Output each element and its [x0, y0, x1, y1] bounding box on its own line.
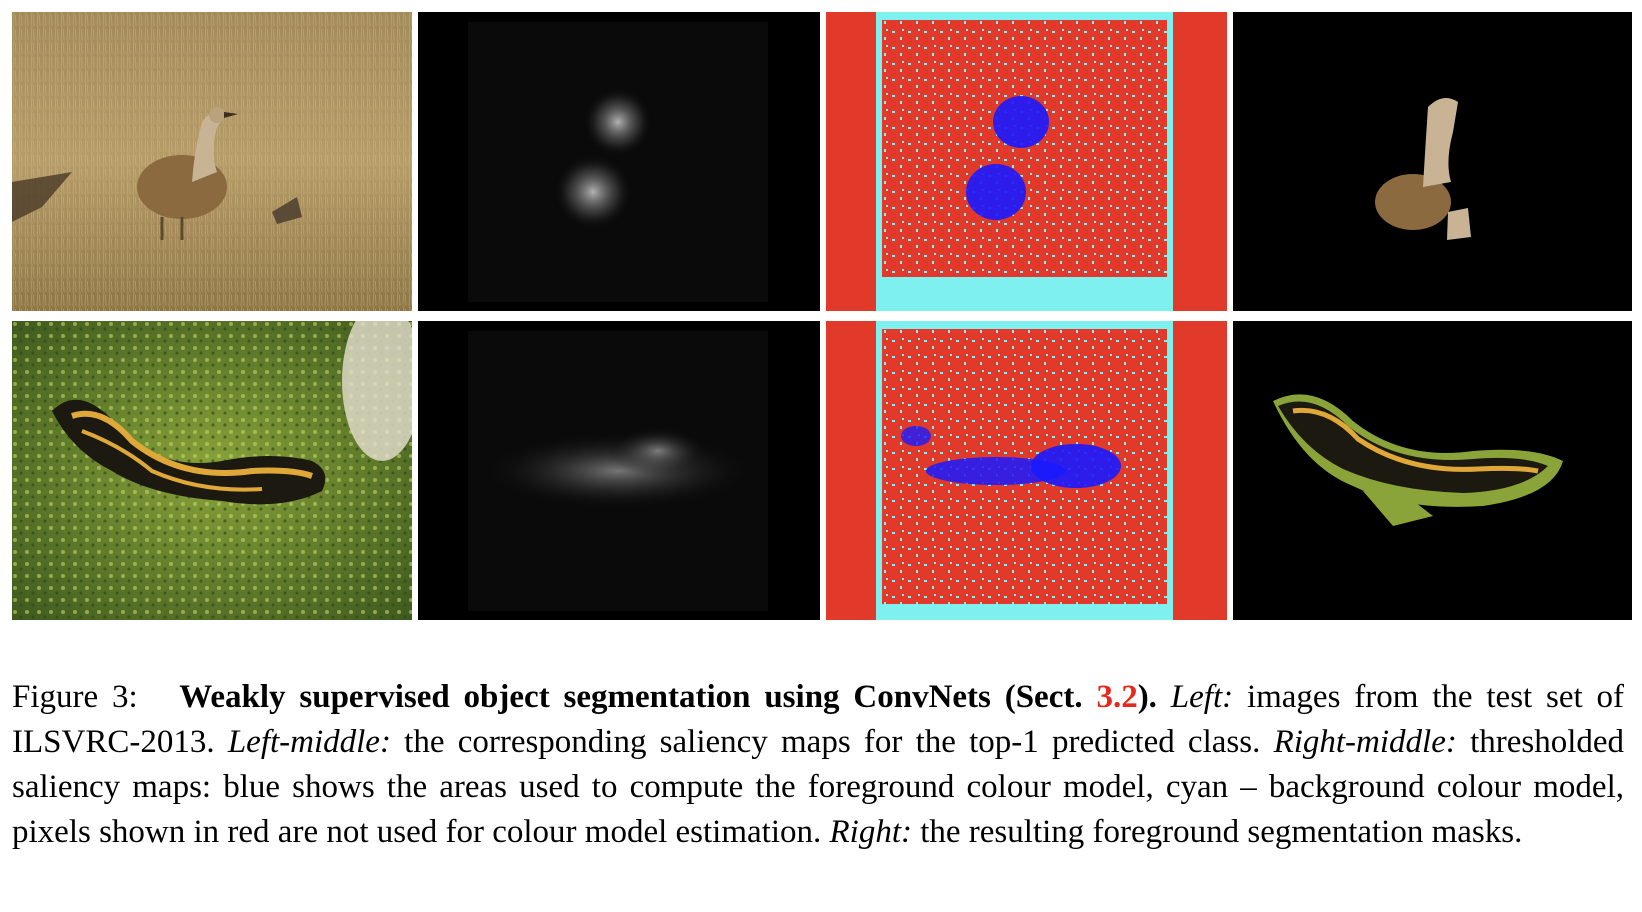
- salamander-photo: [12, 321, 412, 620]
- left-text: images from the test set of ILSVRC-2013.: [12, 679, 1625, 760]
- salamander-thresholded-saliency-map: [826, 321, 1227, 620]
- bird-mask-image: [1233, 12, 1632, 311]
- salamander-thresholded-image: [826, 321, 1227, 620]
- bird-segmentation-mask: [1233, 12, 1632, 311]
- bird-saliency-map: [418, 12, 820, 311]
- bird-thresholded-image: [826, 12, 1227, 311]
- salamander-segmentation-mask: [1233, 321, 1632, 620]
- bird-thresholded-saliency-map: [826, 12, 1227, 311]
- figure-title: Weakly supervised object segmentation us…: [179, 679, 1083, 715]
- right-middle-text: thresholded saliency maps: blue shows th…: [12, 724, 1625, 850]
- bird-photo-image: [12, 12, 412, 311]
- figure-title-end: ).: [1137, 679, 1157, 715]
- salamander-saliency-map: [418, 321, 820, 620]
- section-reference-link[interactable]: 3.2: [1096, 679, 1138, 715]
- left-middle-label: Left-middle:: [227, 724, 391, 760]
- figure-grid: [12, 12, 1634, 620]
- right-middle-label: Right-middle:: [1273, 724, 1457, 760]
- left-label: Left:: [1170, 679, 1234, 715]
- figure-caption: Figure 3: Weakly supervised object segme…: [12, 675, 1624, 855]
- salamander-saliency-image: [418, 321, 820, 620]
- left-middle-text: the corresponding saliency maps for the …: [404, 724, 1261, 760]
- figure-label: Figure 3:: [12, 679, 138, 715]
- bird-photo: [12, 12, 412, 311]
- salamander-mask-image: [1233, 321, 1632, 620]
- right-label: Right:: [829, 814, 912, 850]
- right-text: the resulting foreground segmentation ma…: [920, 814, 1523, 850]
- bird-saliency-image: [418, 12, 820, 311]
- salamander-photo-image: [12, 321, 412, 620]
